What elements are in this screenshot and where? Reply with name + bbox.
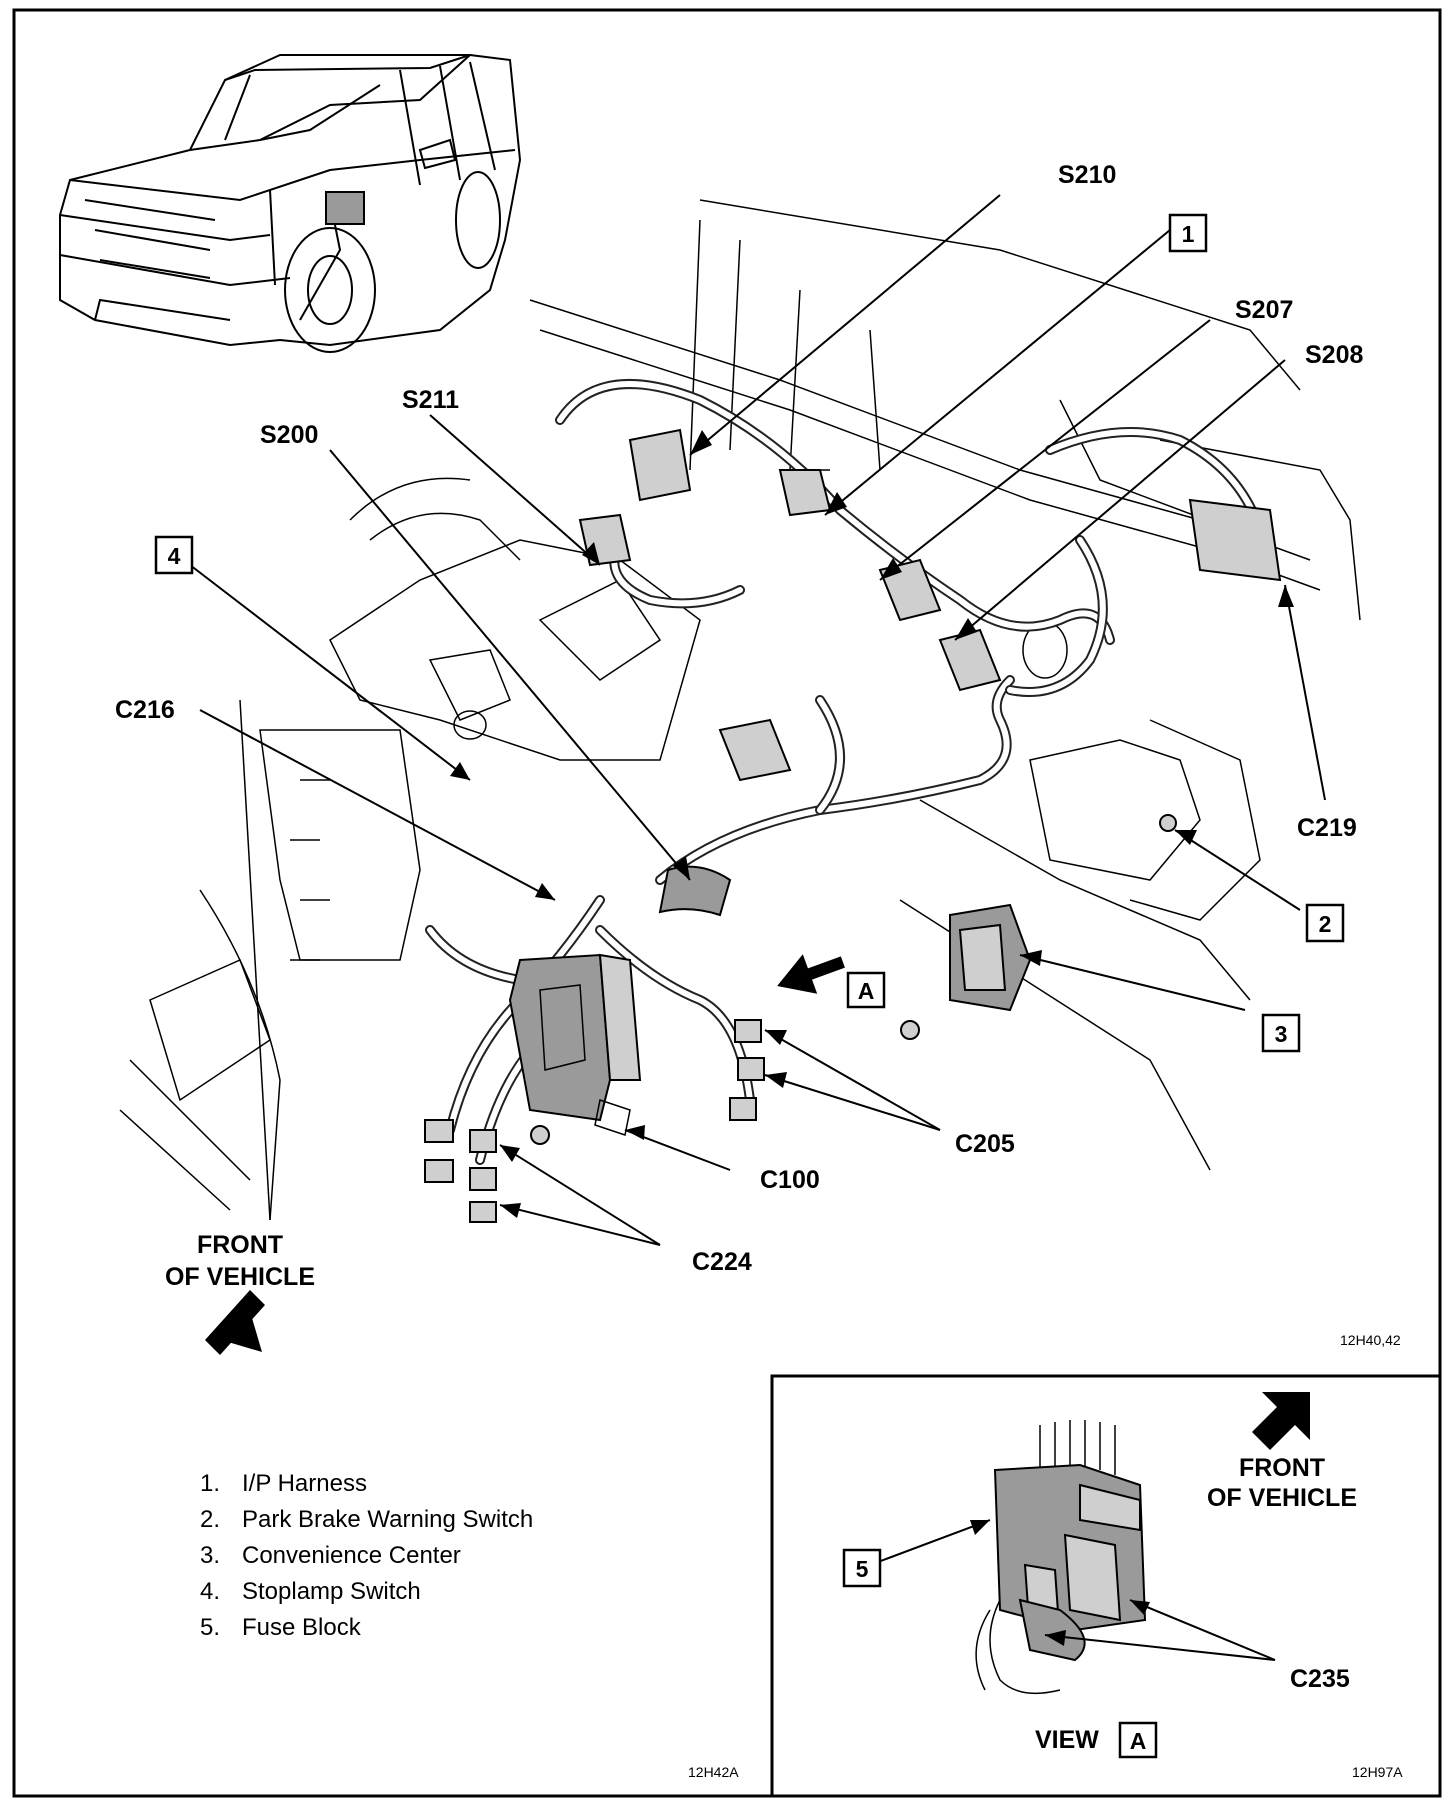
svg-text:A: A	[858, 978, 875, 1004]
convenience-center	[949, 903, 1032, 1012]
svg-text:2: 2	[1319, 911, 1332, 937]
legend-item-3-num: 3.	[200, 1542, 220, 1569]
label-s210: S210	[1058, 161, 1116, 189]
label-c205: C205	[955, 1130, 1015, 1158]
small-connectors	[424, 814, 1177, 1223]
svg-text:4: 4	[168, 543, 181, 569]
legend-item-1-num: 1.	[200, 1470, 220, 1497]
callout-1: 1	[1168, 213, 1208, 253]
front-arrow-icon	[205, 1290, 265, 1355]
vehicle-location-marker	[325, 191, 365, 225]
view-a-fuse-block	[975, 1420, 1147, 1695]
label-c219: C219	[1297, 814, 1357, 842]
view-a-front-line2: OF VEHICLE	[1207, 1484, 1357, 1512]
legend-item-2-text: Park Brake Warning Switch	[242, 1506, 533, 1533]
ref-code-main: 12H40,42	[1340, 1332, 1401, 1348]
c100-block	[508, 953, 642, 1136]
vehicle-sketch	[59, 54, 522, 353]
callout-a: A	[846, 971, 886, 1009]
svg-text:A: A	[1130, 1728, 1147, 1754]
label-c235: C235	[1290, 1665, 1350, 1693]
label-c224: C224	[692, 1248, 752, 1276]
svg-text:1: 1	[1182, 221, 1195, 247]
label-s207: S207	[1235, 296, 1293, 324]
legend-item-2-num: 2.	[200, 1506, 220, 1533]
legend-item-5-num: 5.	[200, 1614, 220, 1641]
label-s200: S200	[260, 421, 318, 449]
view-a-word: VIEW	[1035, 1726, 1099, 1754]
label-s211: S211	[402, 386, 459, 414]
view-a-arrowheads	[970, 1520, 1150, 1646]
view-a-direction-arrow	[777, 954, 845, 994]
view-a-front-line1: FRONT	[1239, 1454, 1325, 1482]
legend-item-3-text: Convenience Center	[242, 1542, 461, 1569]
callout-4: 4	[154, 535, 194, 575]
label-s208: S208	[1305, 341, 1363, 369]
callout-3: 3	[1261, 1013, 1301, 1053]
ref-code-view-a: 12H97A	[1352, 1764, 1403, 1780]
svg-text:3: 3	[1275, 1021, 1288, 1047]
legend: 1. I/P Harness 2. Park Brake Warning Swi…	[200, 1470, 533, 1641]
ref-code-legend: 12H42A	[688, 1764, 739, 1780]
view-a-leaders	[877, 1519, 1276, 1661]
view-a-letter-box: A	[1118, 1721, 1158, 1759]
leader-arrowheads	[450, 430, 1294, 1218]
svg-text:5: 5	[856, 1556, 869, 1582]
legend-item-4-text: Stoplamp Switch	[242, 1578, 421, 1605]
callout-2: 2	[1305, 903, 1345, 943]
label-c100: C100	[760, 1166, 820, 1194]
label-front-of-vehicle-line2: OF VEHICLE	[165, 1263, 315, 1291]
callout-5: 5	[842, 1548, 882, 1588]
leader-lines	[189, 194, 1326, 1246]
outer-frame	[12, 8, 1442, 1798]
connector-shapes	[578, 428, 1282, 917]
label-c216: C216	[115, 696, 175, 724]
view-a-frame	[770, 1374, 1442, 1798]
label-front-of-vehicle-line1: FRONT	[197, 1231, 283, 1259]
legend-item-4-num: 4.	[200, 1578, 220, 1605]
legend-item-5-text: Fuse Block	[242, 1614, 362, 1641]
view-a-front-arrow-icon	[1252, 1392, 1310, 1450]
legend-item-1-text: I/P Harness	[242, 1470, 367, 1497]
